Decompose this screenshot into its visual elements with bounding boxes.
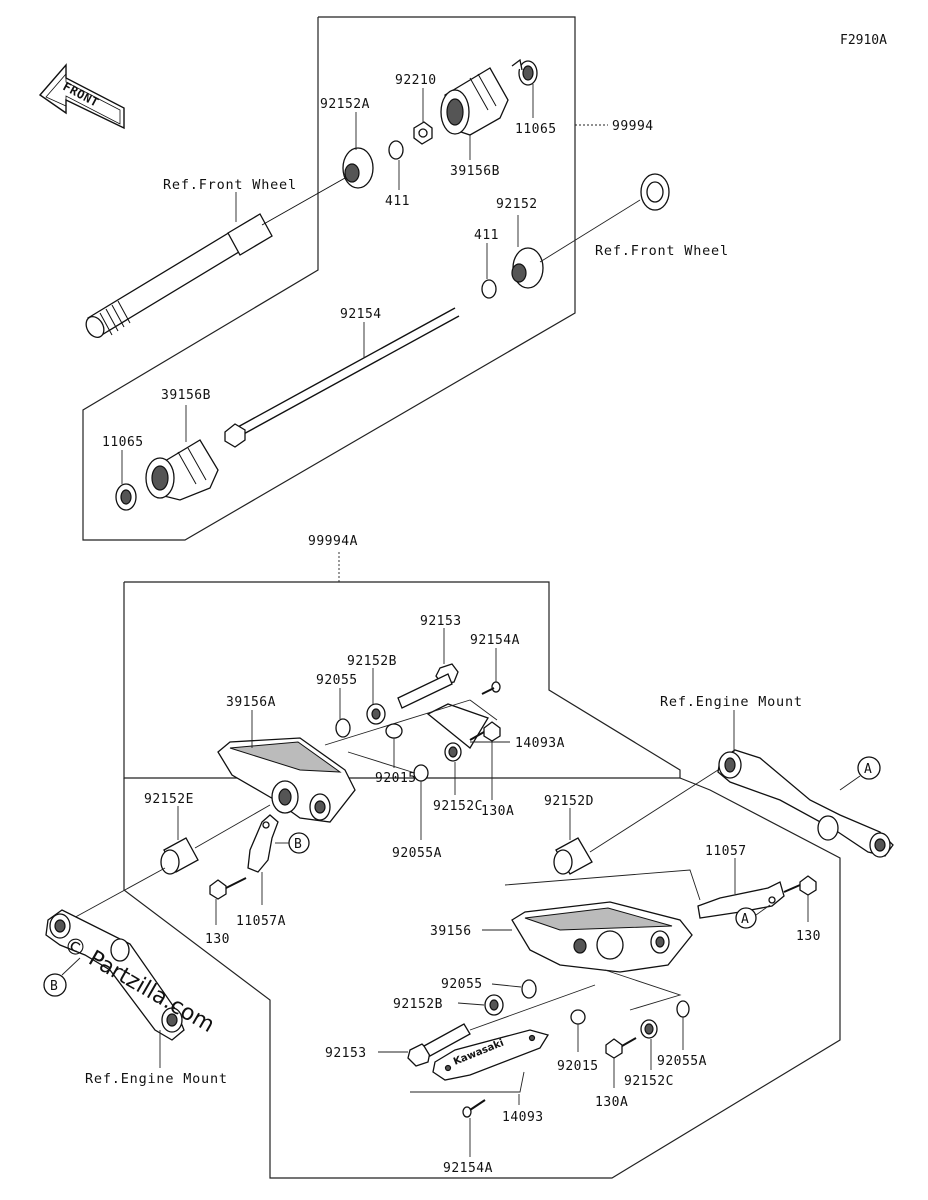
plate-14093: Kawasaki [432, 1029, 550, 1081]
label-92015-top: 92015 [375, 771, 417, 786]
label-92152D: 92152D [544, 794, 594, 809]
label-11057A: 11057A [236, 914, 286, 929]
slider-39156A [217, 737, 356, 823]
label-92154A-bottom: 92154A [443, 1161, 493, 1176]
label-92152B-bottom: 92152B [393, 997, 443, 1012]
front-arrow-icon: FRONT [38, 63, 125, 130]
top-assembly-box [82, 16, 576, 541]
label-92152B-top: 92152B [347, 654, 397, 669]
label-130-right: 130 [796, 929, 821, 944]
marker-a-bracket [735, 907, 757, 929]
figure-code: F2910A [840, 33, 887, 48]
label-39156B-bottom: 39156B [161, 388, 211, 403]
collar-92152B-top [366, 703, 386, 725]
label-130-left: 130 [205, 932, 230, 947]
bolt-130-left [209, 877, 247, 900]
watermark: © Partzilla.com [59, 932, 219, 1039]
upper-left-box [123, 581, 681, 779]
label-39156: 39156 [430, 924, 472, 939]
ref-engine-mount-right: Ref.Engine Mount [660, 694, 803, 710]
plate-14093A [324, 699, 498, 749]
label-130A-bottom: 130A [595, 1095, 628, 1110]
lower-box [123, 777, 841, 1179]
washer-92055A-bottom [676, 1000, 690, 1018]
label-130A-top: 130A [481, 804, 514, 819]
label-11065-bottom: 11065 [102, 435, 144, 450]
slider-39156B-bottom [145, 439, 219, 501]
label-411-mid: 411 [474, 228, 499, 243]
label-92055-top: 92055 [316, 673, 358, 688]
bushing-92015-top [385, 723, 403, 739]
label-14093: 14093 [502, 1110, 544, 1125]
bolt-130A-bottom [605, 1037, 637, 1059]
label-92154: 92154 [340, 307, 382, 322]
marker-a-bracket-label: A [741, 912, 749, 927]
cap-11065-bottom [115, 483, 137, 511]
label-92055A-top: 92055A [392, 846, 442, 861]
label-39156A: 39156A [226, 695, 276, 710]
label-92152C-bottom: 92152C [624, 1074, 674, 1089]
nut-92210 [413, 121, 433, 145]
bolt-92153-top [397, 663, 459, 709]
washer-411-top [388, 140, 404, 160]
label-92055A-bottom: 92055A [657, 1054, 707, 1069]
spacer-92152A [342, 147, 374, 189]
collar-92152C-top [444, 742, 462, 762]
washer-411-mid [481, 279, 497, 299]
marker-b-left [43, 973, 67, 997]
ref-front-wheel-right: Ref.Front Wheel [595, 243, 729, 259]
label-99994A: 99994A [308, 534, 358, 549]
label-92210: 92210 [395, 73, 437, 88]
label-92152A: 92152A [320, 97, 370, 112]
label-92015-bottom: 92015 [557, 1059, 599, 1074]
label-92153-top: 92153 [420, 614, 462, 629]
label-99994: 99994 [612, 119, 654, 134]
bolt-92154 [224, 307, 460, 448]
label-11065-top: 11065 [515, 122, 557, 137]
spacer-92152D [553, 837, 593, 875]
label-92152: 92152 [496, 197, 538, 212]
collar-92152B-bottom [484, 994, 504, 1016]
bushing-92015-bottom [570, 1009, 586, 1025]
label-92055-bottom: 92055 [441, 977, 483, 992]
washer-92055-bottom [521, 979, 537, 999]
engine-mount-left [45, 909, 185, 1041]
slider-39156 [511, 901, 693, 973]
collar-92152C-bottom [640, 1019, 658, 1039]
engine-mount-right [717, 749, 894, 858]
marker-a-right-label: A [864, 762, 872, 777]
bracket-11057A [247, 814, 279, 873]
washer-92055-top [335, 718, 351, 738]
label-92152E: 92152E [144, 792, 194, 807]
marker-a-right [857, 756, 881, 780]
marker-b-left-label: B [50, 979, 58, 994]
screw-92154A-bottom [462, 1099, 486, 1118]
bolt-130A-top [469, 721, 501, 742]
marker-b-top-label: B [294, 837, 302, 852]
label-411-top: 411 [385, 194, 410, 209]
washer-92055A-top [413, 764, 429, 782]
label-11057: 11057 [705, 844, 747, 859]
bolt-130-right [783, 875, 817, 896]
ref-engine-mount-left: Ref.Engine Mount [85, 1071, 228, 1087]
label-92154A-top: 92154A [470, 633, 520, 648]
bolt-92153-bottom [407, 1023, 471, 1067]
bearing-ref-wheel [640, 173, 670, 211]
cap-11065-top [511, 58, 538, 86]
spacer-92152E [160, 837, 199, 875]
screw-92154A-top [481, 681, 501, 695]
front-axle-shaft [85, 177, 346, 338]
label-39156B-top: 39156B [450, 164, 500, 179]
label-14093A: 14093A [515, 736, 565, 751]
spacer-92152 [511, 247, 544, 289]
bracket-11057 [697, 881, 785, 919]
slider-39156B-top [440, 67, 509, 136]
label-92152C-top: 92152C [433, 799, 483, 814]
ref-front-wheel-left: Ref.Front Wheel [163, 177, 297, 193]
label-92153-bottom: 92153 [325, 1046, 367, 1061]
